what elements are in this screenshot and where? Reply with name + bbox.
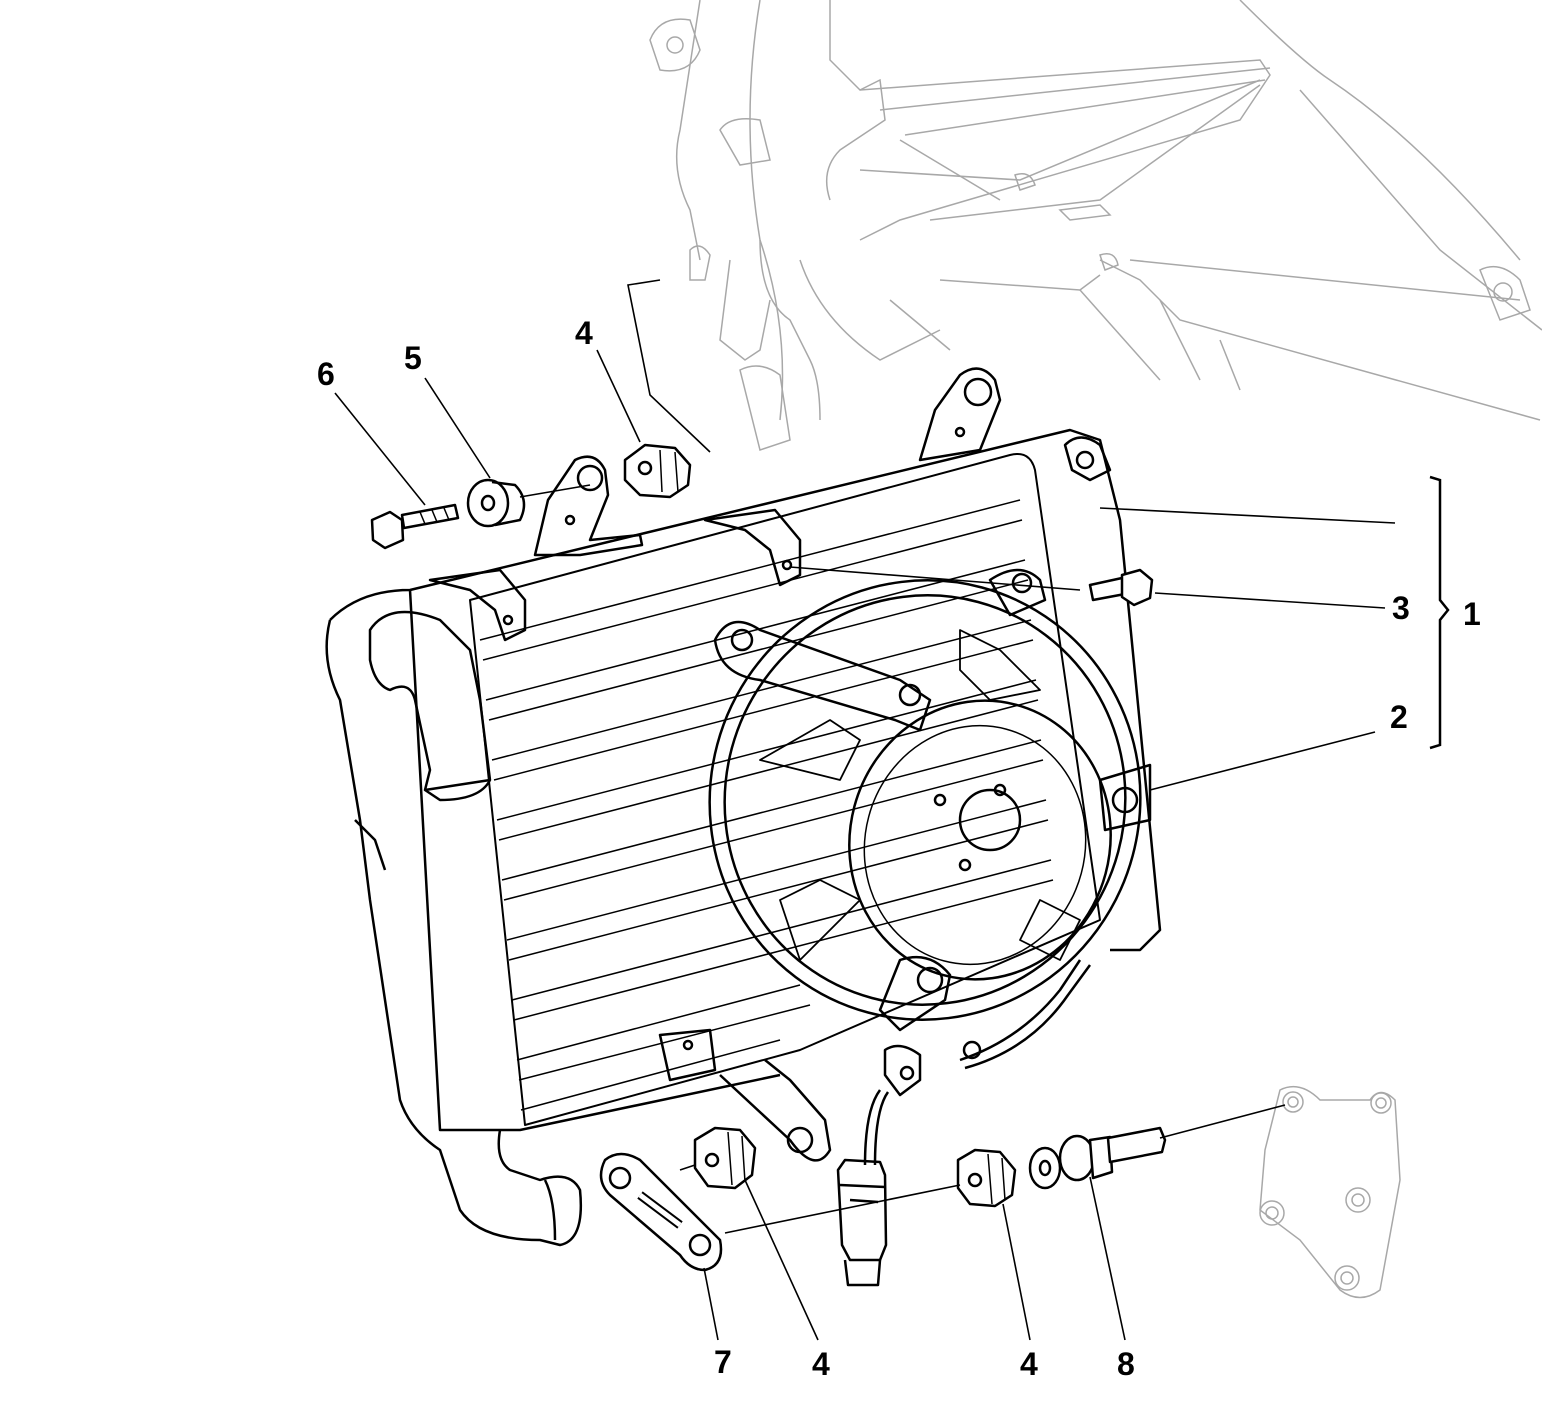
hardware-parts	[370, 443, 1167, 1272]
leader-lines	[334, 279, 1450, 1341]
callout-7: 7	[714, 1344, 732, 1380]
callout-6: 6	[317, 356, 335, 392]
grommet-bottom-left	[693, 1126, 757, 1190]
grommet-bottom-right	[956, 1148, 1017, 1208]
callout-5: 5	[404, 340, 422, 376]
callout-2: 2	[1390, 699, 1408, 735]
callout-8: 8	[1117, 1346, 1135, 1382]
motorcycle-frame	[649, 0, 1542, 1299]
callout-4-top: 4	[575, 315, 593, 351]
callout-4-bottom-left: 4	[812, 1346, 830, 1382]
callout-4-bottom-right: 4	[1020, 1346, 1038, 1382]
grommet-top	[623, 443, 692, 499]
fan-assembly	[708, 568, 1152, 1287]
radiator	[325, 367, 1162, 1247]
callout-3: 3	[1392, 590, 1410, 626]
callout-1: 1	[1463, 596, 1481, 632]
